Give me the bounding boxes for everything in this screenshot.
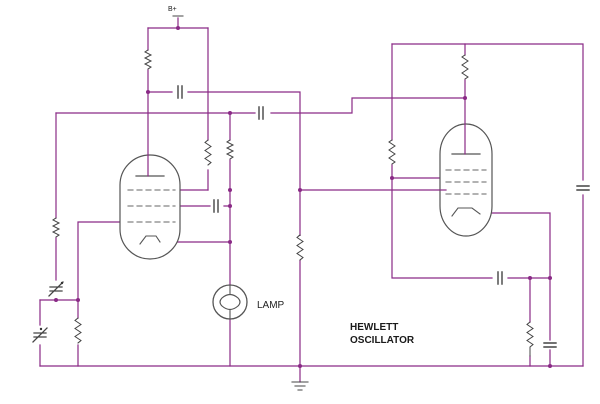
junction-dot — [463, 96, 467, 100]
right-output-capacitor — [497, 271, 503, 285]
cap-polarity-dot — [39, 327, 43, 331]
junction-dot — [228, 240, 232, 244]
diagram-title: HEWLETT OSCILLATOR — [350, 321, 414, 347]
title-line-1: HEWLETT — [350, 322, 399, 333]
coupling-capacitor-top — [177, 85, 183, 99]
center-resistor — [225, 139, 235, 160]
middle-resistor-zigzag — [296, 234, 304, 261]
junction-dot — [146, 90, 150, 94]
left-tube-cathode — [139, 235, 161, 245]
right-plate-resistor — [461, 54, 469, 80]
junction-dot — [298, 364, 302, 368]
right-vacuum-tube — [439, 123, 493, 237]
junction-dot — [176, 26, 180, 30]
right-tube-cathode — [451, 207, 481, 217]
left-vacuum-tube — [119, 154, 181, 260]
lamp-label: LAMP — [257, 300, 285, 311]
plate-resistor-left — [143, 49, 153, 70]
plate-coupling-wire — [147, 91, 301, 367]
lamp-symbol — [212, 284, 248, 320]
variable-capacitors — [32, 281, 64, 343]
grid3-capacitor — [213, 199, 219, 213]
junction-dot — [228, 204, 232, 208]
junction-dot — [390, 176, 394, 180]
right-left-wire — [391, 43, 551, 367]
right-cathode-wire — [479, 212, 551, 279]
left-tuning-wire — [39, 237, 79, 301]
left-lower-resistor — [74, 317, 82, 344]
tuning-capacitor-upper — [48, 281, 64, 297]
junction-dot — [54, 298, 58, 302]
junction-dot — [298, 188, 302, 192]
feedback-wire-top — [55, 97, 466, 114]
junction-dot — [228, 111, 232, 115]
junction-dots — [54, 26, 552, 368]
cap-polarity-dot — [60, 281, 64, 285]
wires — [39, 17, 584, 383]
junction-dot — [548, 364, 552, 368]
left-grid-resistor — [51, 217, 61, 238]
right-grid-resistor — [388, 139, 396, 165]
junction-dot — [76, 298, 80, 302]
grid1-wire — [77, 221, 121, 301]
ground-icon — [291, 381, 309, 391]
right-lower-capacitor — [543, 342, 557, 348]
capacitors — [177, 85, 590, 348]
tuning-capacitor-lower — [32, 327, 48, 343]
junction-dot — [228, 188, 232, 192]
right-bplus-rail — [391, 43, 584, 367]
junction-dot — [528, 276, 532, 280]
title-line-2: OSCILLATOR — [350, 335, 415, 346]
feedback-capacitor — [258, 106, 264, 120]
bplus-label: B+ — [168, 6, 177, 13]
lamp-filament — [219, 284, 241, 320]
right-cathode-resistor — [526, 321, 534, 357]
right-bypass-capacitor — [576, 185, 590, 191]
screen-resistor — [204, 139, 212, 166]
junction-dot — [548, 276, 552, 280]
